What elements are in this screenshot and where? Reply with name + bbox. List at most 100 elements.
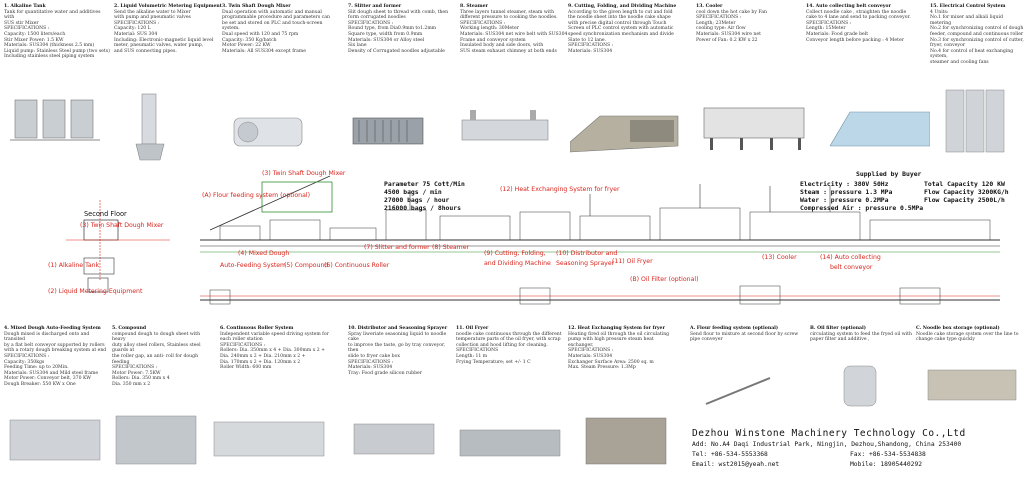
supply-line: Flow Capacity 3200KG/h: [924, 188, 1009, 196]
spec-line: SPECIFICATIONS :: [806, 20, 852, 26]
spec-line: SPECIFICATIONS :: [348, 20, 394, 26]
spec-line: cool down the hot cake by Fan: [696, 9, 767, 15]
spec-title: 9. Cutting, Folding, and Dividing Machin…: [568, 4, 677, 9]
continuous-roller-photo: [213, 421, 325, 457]
spec-line: No.2 for synchronizing control of dough: [930, 26, 1024, 32]
param-line: 216000 bags / 8hours: [384, 204, 461, 212]
spec-line: Exchanger Surface Area: 2500 sq. m: [568, 359, 654, 365]
spec-line: 4 Units:: [930, 9, 949, 15]
param-line: Parameter 75 Cott/Min: [384, 180, 465, 188]
spec-line: Conveyor length before packing : 4 Meter: [806, 37, 904, 43]
spec-line: SPECIFICATIONS :: [112, 365, 158, 371]
control-cabinet-photo: [945, 89, 1005, 153]
spec-line: No.3 for synchronizing control of cutter…: [930, 37, 1024, 43]
label-mixed-dough: (4) Mixed Dough: [238, 250, 290, 257]
label-alkaline-tank: (1) Alkaline Tank: [48, 262, 100, 269]
spec-line: and SUS connecting pipes.: [114, 48, 177, 54]
spec-line: SPECIFICATIONS :: [114, 20, 160, 26]
spec-line: feeder, compound and continuous roller: [930, 31, 1024, 37]
spec-title: 12. Heat Exchanging System for fryer: [568, 326, 665, 331]
spec-line: Dual speed with 120 and 75 rpm: [222, 31, 299, 37]
spec-line: Dual operation with automatic and manual: [222, 9, 322, 15]
spec-line: fryer, conveyor: [930, 43, 965, 49]
spec-line: SPECIFICATIONS :: [348, 359, 394, 365]
company-mobile: Mobile: 18905440292: [850, 461, 923, 468]
spec-line: Materials: Food grade belt: [806, 31, 869, 37]
spec-line: Independent variable speed driving syste…: [220, 331, 329, 337]
spec-line: different pressure to cooking the noodle…: [460, 15, 558, 21]
cutting-machine-photo: [570, 115, 679, 153]
spec-line: cake to 4 lane and send to packing conve…: [806, 15, 911, 21]
spec-line: each roller station: [220, 337, 263, 343]
spec-title: A. Flour feeding system (optional): [690, 326, 779, 331]
alkaline-tank-photo: [10, 99, 100, 141]
label-flour-feed: (A) Flour feeding system (optional): [202, 192, 311, 199]
label-auto-collect: (14) Auto collecting: [820, 254, 881, 261]
spec-line: Capacity: 120 L: [114, 26, 151, 32]
spec-line: Slit dough sheet to thread with comb, th…: [348, 9, 449, 15]
spec-line: Materials: All SUS304 except frame: [222, 48, 306, 54]
spec-title: 3. Twin Shaft Dough Mixer: [222, 4, 291, 9]
dough-mixer-photo: [233, 117, 303, 147]
spec-line: Capacity: 1500 liters/each: [4, 31, 66, 37]
spec-line: duty alloy steel rollers, Stainless stee…: [112, 342, 201, 354]
spec-line: Materials: SUS304: [568, 353, 613, 359]
company-name: Dezhou Winstone Machinery Technology Co.…: [692, 428, 966, 439]
spec-line: Send flour to mixture at second floor by…: [690, 331, 799, 337]
spec-line: Density of Corrugated noodles adjustable: [348, 48, 445, 54]
label-twin-shaft-left: (3) Twin Shaft Dough Mixer: [80, 222, 164, 229]
spec-line: by a flat belt conveyor supported by rol…: [4, 342, 105, 348]
supplied-right: Total Capacity 120 KW Flow Capacity 3200…: [924, 180, 1009, 204]
spec-line: temperature parts of the oil fryer, with…: [456, 337, 561, 343]
spec-line: Dia. 170mm x 2 + Dia. 120mm x 2: [220, 359, 301, 365]
spec-line: Rollers: Dia. 350 mm x 4: [112, 376, 170, 382]
auto-collecting-photo: [830, 111, 930, 147]
spec-line: Capacity: 350kgs: [4, 359, 45, 365]
supply-line: Electricity : 380V 50Hz: [800, 180, 889, 188]
spec-block: 9. Cutting, Folding, and Dividing Machin…: [568, 4, 690, 54]
steamer-photo: [461, 110, 549, 141]
spec-line: Frame and conveyor system: [460, 37, 526, 43]
spec-line: steamer and cooling fans: [930, 59, 989, 65]
spec-line: Motor Power: Conveyor belt, 370 KW: [4, 376, 91, 382]
capacity-parameters: Parameter 75 Cott/Min 4500 bags / min 27…: [384, 180, 465, 212]
spec-line: speed synchronization mechanism and divi…: [568, 31, 674, 37]
label-continuous-roller: (6) Continuous Roller: [324, 262, 390, 269]
spec-line: Dia. 350 mm x 2: [112, 381, 151, 387]
spec-line: SPECIFICATIONS :: [4, 26, 50, 32]
spec-line: No.4 for control of heat exchanging syst…: [930, 48, 1014, 60]
spec-title: 13. Cooler: [696, 4, 723, 9]
spec-line: Materials: SUS304 wire net: [696, 31, 761, 37]
spec-line: meter, pneumatic valves, water pump,: [114, 43, 204, 49]
spec-line: Power of Fan: 0.2 KW x 22: [696, 37, 758, 43]
label-liquid-metering: (2) Liquid Metering Equipment: [48, 288, 143, 295]
label-seasoning: Seasoning Sprayer: [556, 260, 615, 267]
oil-filter-photo: [843, 365, 877, 407]
spec-line: to improve the taste, go by tray conveyo…: [348, 342, 446, 354]
spec-line: the roller gap, an anti- roll for dough …: [112, 353, 199, 365]
spec-line: Square type, width from 0.9mm: [348, 31, 423, 37]
spec-title: C. Noodle box storage (optional): [916, 326, 1000, 331]
label-heat-exchanger: (12) Heat Exchanging System for fryer: [500, 186, 620, 193]
label-steamer: (8) Steamer: [432, 244, 470, 251]
spec-line: Collect noodle cake , straighten the noo…: [806, 9, 907, 15]
spec-title: 8. Steamer: [460, 4, 488, 9]
spec-line: Motor Power: 7.5KW: [112, 370, 161, 376]
spec-line: form corrugated noodles: [348, 15, 406, 21]
param-line: 4500 bags / min: [384, 188, 442, 196]
spec-line: SPECIFICATIONS: [456, 348, 499, 354]
spec-line: Material: SUS 304: [114, 31, 158, 37]
label-dividing: and Dividing Machine: [484, 260, 551, 267]
spec-line: Dough Breaker: 550 KW x One: [4, 381, 76, 387]
spec-line: Materials: SUS304: [568, 48, 613, 54]
label-oil-fryer: (11) Oil Fryer: [612, 258, 653, 265]
spec-line: Tank for quantitative water and additive…: [4, 9, 101, 21]
label-belt-conveyor: belt conveyor: [830, 264, 873, 271]
spec-line: Materials: SUS304 net wire belt with SUS…: [460, 31, 568, 37]
spec-line: paper filter and additive ,: [810, 337, 870, 343]
spec-line: compound dough to dough sheet with heavy: [112, 331, 201, 343]
spec-line: change cake type quickly: [916, 337, 975, 343]
